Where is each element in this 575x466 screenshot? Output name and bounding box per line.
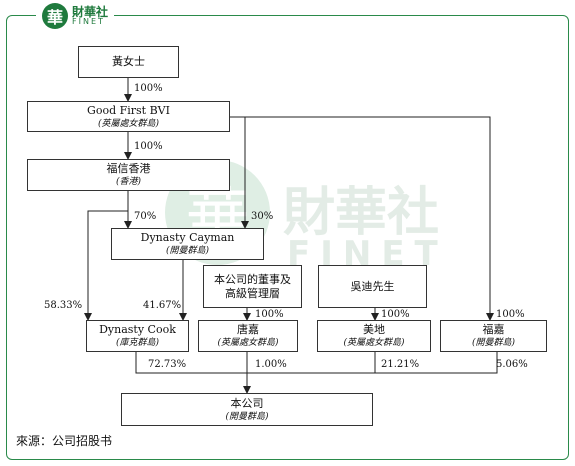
finet-logo: 華 財華社 FINET (36, 2, 115, 30)
node-fuxin-hk: 福信香港 (香港) (27, 159, 230, 191)
node-fujia-sub: (開曼群島) (471, 338, 516, 348)
edge-fuxin-cook (84, 210, 128, 321)
pct-meidi-company: 21.21% (381, 359, 420, 370)
node-fuxin-hk-name: 福信香港 (106, 162, 151, 175)
logo-badge-icon: 華 (42, 3, 68, 29)
edge-goodfirst-fujia (230, 116, 494, 321)
pct-huang-goodfirst: 100% (134, 83, 163, 94)
pct-wu-meidi: 100% (381, 309, 410, 320)
pct-goodfirst-fujia: 100% (496, 309, 525, 320)
node-tangjia-name: 唐嘉 (237, 323, 259, 336)
logo-name-en: FINET (72, 17, 105, 26)
node-dynasty-cayman: Dynasty Cayman (開曼群島) (111, 228, 264, 260)
pct-fuxin-cook: 58.33% (44, 300, 83, 311)
node-fujia-name: 福嘉 (482, 323, 505, 336)
node-fuxin-hk-sub: (香港) (115, 177, 142, 187)
node-meidi-sub: (英屬處女群島) (343, 338, 405, 348)
node-directors-line2: 高級管理層 (225, 286, 280, 300)
pct-fuxin-cayman: 70% (134, 211, 157, 222)
pct-cayman-cook: 41.67% (143, 300, 182, 311)
pct-tangjia-company: 1.00% (255, 359, 287, 370)
node-dynasty-cayman-name: Dynasty Cayman (140, 231, 235, 244)
node-mr-wu: 吳迪先生 (318, 265, 427, 308)
node-fujia: 福嘉 (開曼群島) (440, 320, 547, 352)
node-directors-line1: 本公司的董事及 (214, 272, 291, 286)
node-tangjia: 唐嘉 (英屬處女群島) (198, 320, 298, 352)
node-dynasty-cook-name: Dynasty Cook (99, 323, 176, 336)
node-dynasty-cook-sub: (庫克群島) (115, 338, 160, 348)
node-good-first-bvi-name: Good First BVI (87, 103, 170, 117)
node-mr-wu-name: 吳迪先生 (350, 279, 395, 293)
pct-fujia-company: 5.06% (496, 359, 528, 370)
node-meidi: 美地 (英屬處女群島) (317, 320, 431, 352)
pct-directors-tangjia: 100% (255, 309, 284, 320)
node-dynasty-cayman-sub: (開曼群島) (165, 246, 210, 256)
node-directors: 本公司的董事及 高級管理層 (203, 265, 302, 308)
node-good-first-bvi: Good First BVI (英屬處女群島) (27, 101, 230, 132)
edge-cook-bus (135, 352, 498, 374)
logo-name-cn: 財華社 (72, 5, 109, 19)
logo-text: 財華社 FINET (72, 6, 108, 26)
node-company: 本公司 (開曼群島) (121, 393, 373, 426)
node-dynasty-cook: Dynasty Cook (庫克群島) (86, 320, 189, 352)
pct-goodfirst-cayman: 30% (251, 211, 274, 222)
node-company-name: 本公司 (230, 396, 264, 410)
node-company-sub: (開曼群島) (225, 411, 269, 422)
diagram-frame (6, 15, 569, 460)
node-ms-huang: 黃女士 (78, 46, 179, 78)
source-note: 來源：公司招股书 (16, 434, 113, 448)
pct-cook-company: 72.73% (148, 359, 187, 370)
node-good-first-bvi-sub: (英屬處女群島) (97, 118, 160, 129)
node-tangjia-sub: (英屬處女群島) (217, 338, 279, 348)
node-meidi-name: 美地 (363, 323, 385, 336)
pct-goodfirst-fuxin: 100% (134, 141, 163, 152)
node-ms-huang-name: 黃女士 (112, 55, 145, 68)
